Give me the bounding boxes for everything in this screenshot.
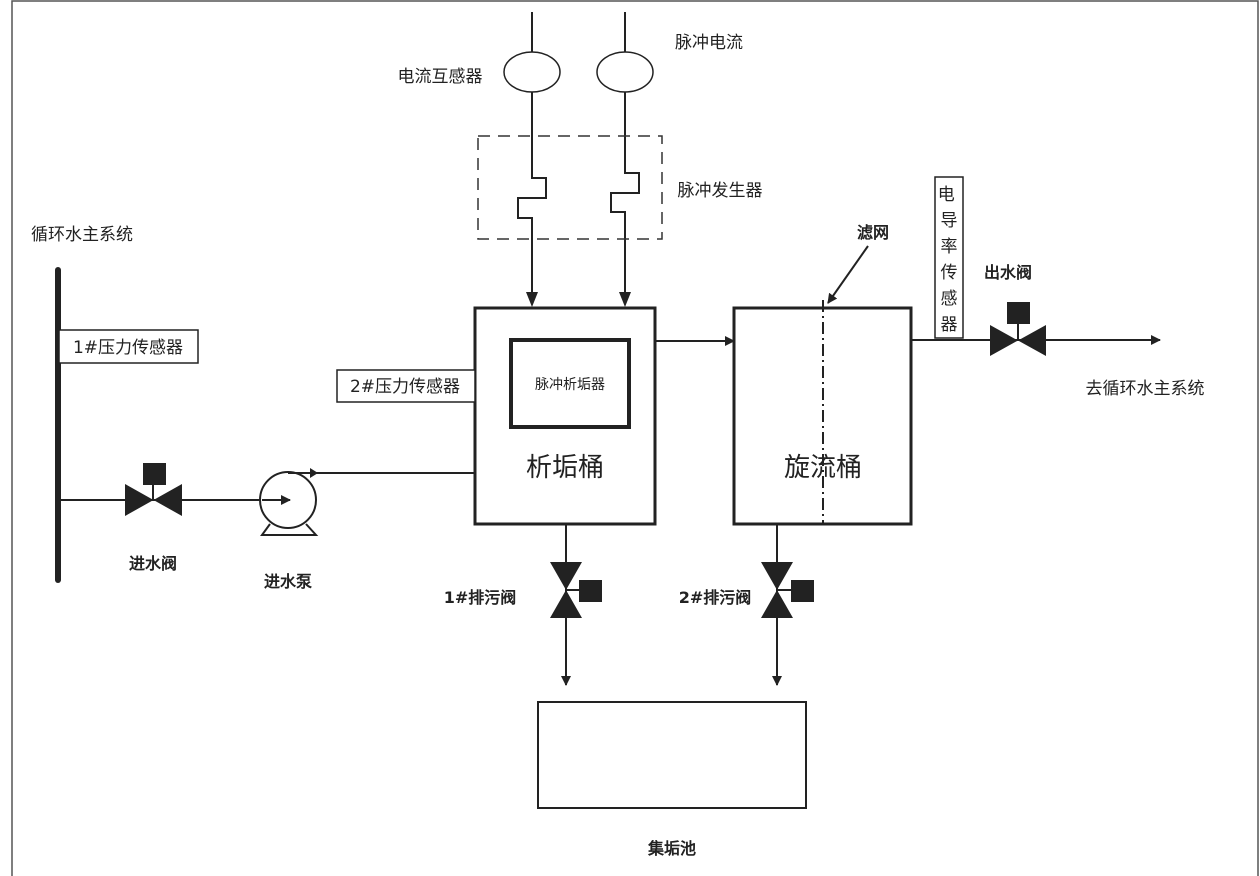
svg-text:1#压力传感器: 1#压力传感器 (73, 338, 183, 358)
current-transformer-2 (596, 51, 654, 93)
drain-valve-2-label: 2#排污阀 (679, 588, 752, 607)
scale-pool-label: 集垢池 (647, 839, 696, 858)
drain-valve-1-label: 1#排污阀 (444, 588, 517, 607)
pulse-current-label: 脉冲电流 (675, 33, 743, 53)
pulse-circuit (477, 12, 663, 307)
valve-actuator-icon (791, 580, 814, 602)
main-system-label: 循环水主系统 (31, 225, 133, 245)
drain-valve-1[interactable] (550, 562, 602, 618)
pulse-generator-label: 脉冲发生器 (678, 181, 763, 201)
frame (11, 0, 1259, 876)
pulse-descaler (509, 338, 631, 429)
scale-pool (537, 701, 807, 809)
valve-actuator-icon (143, 463, 166, 485)
filter-screen-label: 滤网 (857, 223, 889, 242)
current-transformer-label: 电流互感器 (398, 67, 483, 87)
pressure-sensor-2: 2#压力传感器 (336, 369, 476, 403)
cyclone-tank[interactable]: 旋流桶 (732, 300, 913, 526)
pulse-generator-box (477, 135, 663, 240)
svg-text:2#压力传感器: 2#压力传感器 (350, 377, 460, 397)
pressure-sensor-1: 1#压力传感器 (58, 329, 199, 364)
svg-text:析垢桶: 析垢桶 (526, 453, 604, 483)
current-transformer-1 (503, 51, 561, 93)
to-main-system-label: 去循环水主系统 (1086, 379, 1205, 399)
svg-text:旋流桶: 旋流桶 (784, 453, 862, 483)
inlet-valve[interactable] (125, 463, 182, 516)
valve-actuator-icon (579, 580, 602, 602)
svg-text:电 导率传感器: 电 导率传感器 (938, 185, 960, 335)
outlet-valve-label: 出水阀 (984, 263, 1032, 282)
descaling-tank[interactable]: 脉冲析垢器 析垢桶 (473, 306, 657, 526)
outlet-valve[interactable] (990, 302, 1046, 356)
valve-actuator-icon (1007, 302, 1030, 324)
inlet-pump[interactable] (259, 471, 319, 536)
inlet-pump-label: 进水泵 (264, 572, 312, 591)
drain-valve-2[interactable] (761, 562, 814, 618)
conductivity-sensor: 电 导率传感器 (934, 176, 964, 339)
inlet-valve-label: 进水阀 (129, 554, 177, 573)
svg-text:脉冲析垢器: 脉冲析垢器 (535, 377, 605, 393)
